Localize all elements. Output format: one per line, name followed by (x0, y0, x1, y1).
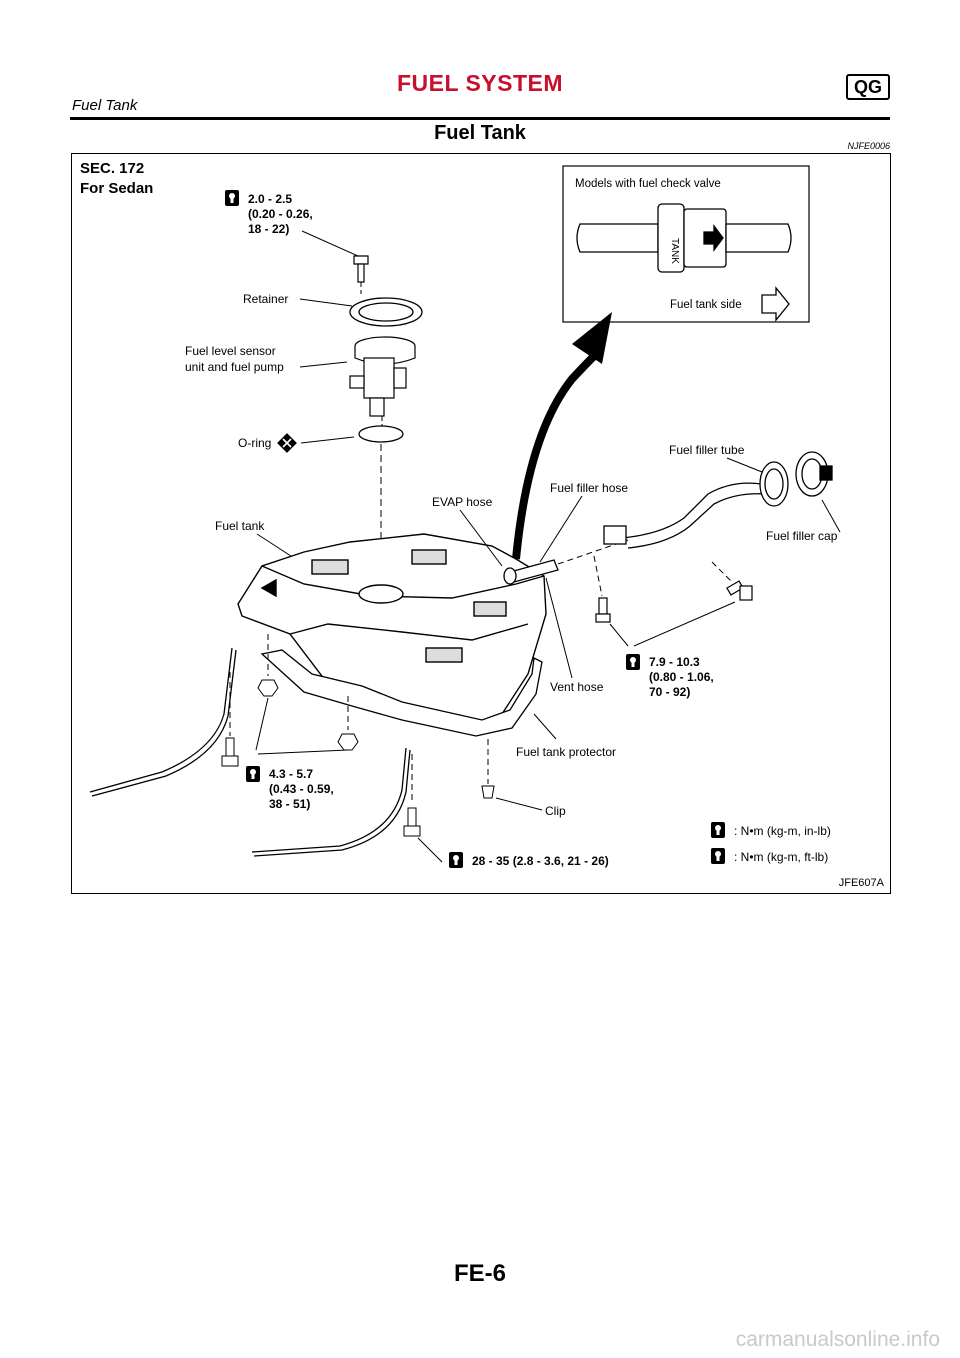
sensor-label-1: Fuel level sensor (185, 344, 276, 358)
replace-icon (277, 433, 297, 453)
torque-2-line-1: 7.9 - 10.3 (649, 655, 700, 669)
filler-hose-label: Fuel filler hose (550, 481, 628, 495)
torque-3-line-1: 4.3 - 5.7 (269, 767, 313, 781)
callout-arrowhead (572, 312, 612, 364)
model-badge: QG (845, 74, 890, 100)
clip-label: Clip (545, 804, 566, 818)
oring-part (358, 425, 404, 443)
check-valve-icon (576, 203, 792, 273)
torque-wrench-icon (626, 654, 640, 670)
torque-1-line-2: (0.20 - 0.26, (248, 207, 313, 221)
torque-2-line-3: 70 - 92) (649, 685, 690, 699)
figure-id: JFE607A (839, 877, 885, 889)
check-valve-inset: Models with fuel check valve TANK Fuel t… (562, 165, 810, 323)
sec-label: SEC. 172 (80, 160, 144, 177)
filler-hose-part (503, 559, 559, 585)
retainer-bolt-icon (353, 255, 369, 283)
strap-bolt-icon (403, 807, 421, 837)
sensor-label-2: unit and fuel pump (185, 360, 284, 374)
fuel-tank-body (237, 533, 547, 727)
retainer-label: Retainer (243, 292, 288, 306)
filler-hose-bolt-icon (595, 597, 611, 623)
filler-tube-part (603, 461, 789, 549)
legend-ftlb: : N•m (kg-m, ft-lb) (734, 850, 828, 864)
filler-tube-bolt-icon (726, 580, 753, 601)
fuel-tank-diagram: SEC. 172 For Sedan Models with fuel chec… (71, 153, 891, 894)
section-code: NJFE0006 (847, 141, 890, 151)
protector-label: Fuel tank protector (516, 745, 616, 759)
header-title: FUEL SYSTEM (396, 70, 564, 96)
section-title: Fuel Tank (434, 122, 526, 144)
tank-text: TANK (669, 238, 680, 264)
inset-side-label: Fuel tank side (670, 299, 742, 311)
fuel-pump-unit (349, 336, 416, 417)
strap-nut-icon (337, 733, 359, 751)
torque-wrench-icon (711, 822, 725, 838)
torque-3-line-3: 38 - 51) (269, 797, 310, 811)
clip-part (481, 785, 495, 799)
torque-3-line-2: (0.43 - 0.59, (269, 782, 334, 796)
header-divider (70, 117, 890, 120)
callout-arrow (512, 349, 601, 560)
model-label: For Sedan (80, 180, 153, 197)
filler-cap-label: Fuel filler cap (766, 529, 838, 543)
torque-2-line-2: (0.80 - 1.06, (649, 670, 714, 684)
inset-title: Models with fuel check valve (575, 178, 721, 190)
tank-strap-right (251, 747, 411, 857)
header-subtitle: Fuel Tank (72, 97, 138, 114)
strap-bolt-icon (221, 737, 239, 767)
page-number: FE-6 (453, 1260, 506, 1287)
torque-wrench-icon (246, 766, 260, 782)
torque-4: 28 - 35 (2.8 - 3.6, 21 - 26) (472, 854, 609, 868)
fuel-tank-label: Fuel tank (215, 519, 265, 533)
watermark: carmanualsonline.info (735, 1328, 940, 1351)
torque-1-line-1: 2.0 - 2.5 (248, 192, 292, 206)
torque-wrench-icon (711, 848, 725, 864)
filler-cap-part (795, 451, 833, 497)
torque-wrench-icon (449, 852, 463, 868)
vent-hose-label: Vent hose (550, 680, 604, 694)
tank-strap-left (89, 647, 237, 797)
torque-1-line-3: 18 - 22) (248, 222, 289, 236)
direction-arrow-icon (761, 286, 790, 322)
fuel-tank-protector (260, 649, 543, 737)
legend-inlb: : N•m (kg-m, in-lb) (734, 824, 831, 838)
oring-label: O-ring (238, 436, 271, 450)
retainer-ring (349, 297, 423, 327)
filler-tube-label: Fuel filler tube (669, 443, 745, 457)
strap-nut-icon (257, 679, 279, 697)
torque-wrench-icon (225, 190, 239, 206)
evap-hose-label: EVAP hose (432, 495, 493, 509)
